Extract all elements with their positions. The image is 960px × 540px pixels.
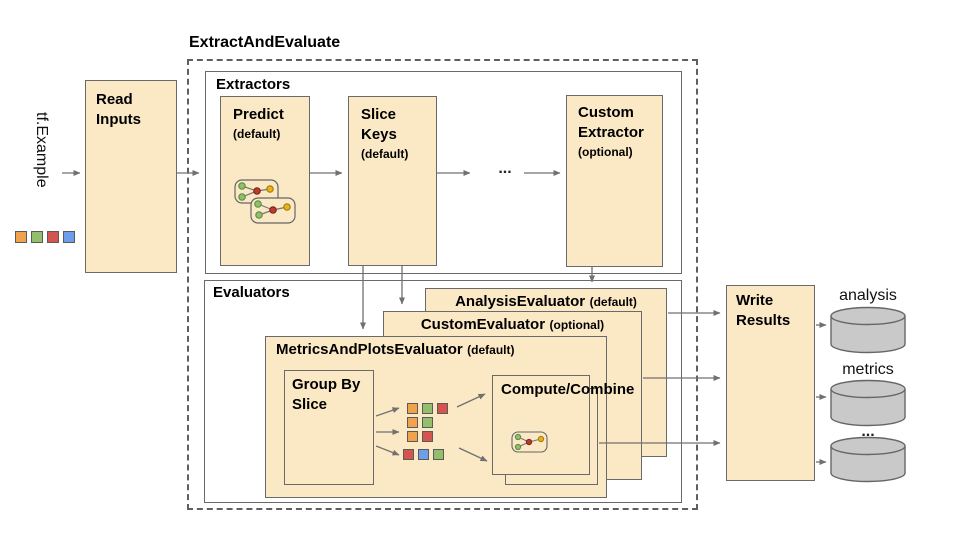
group-by-slice-label: Group By Slice [292,376,361,413]
metrics-output-label: metrics [842,361,894,378]
custom-extractor-qualifier: (optional) [578,145,633,159]
metrics-database-cylinder [830,379,906,427]
extractors-ellipsis: ... [498,160,512,177]
extract-and-evaluate-boundary [187,59,698,510]
predict-qualifier: (default) [233,127,281,141]
tf-example-label: tf.Example [33,112,50,188]
analysis-output-label: analysis [839,287,897,304]
green-square [422,403,433,414]
outputs-ellipsis: ... [861,423,875,440]
extractors-label: Extractors [216,76,291,93]
evaluators-label: Evaluators [213,284,290,301]
predict-label: Predict [233,106,284,123]
metrics-and-plots-evaluator-label: MetricsAndPlotsEvaluator [276,341,463,358]
metrics-and-plots-evaluator-qualifier: (default) [467,343,515,357]
more-database-cylinder [830,436,906,483]
analysis-evaluator-qualifier: (default) [589,295,637,309]
read-inputs-label: Read Inputs [96,91,141,128]
write-results-box: Write Results [726,285,815,481]
analysis-database-cylinder [830,306,906,354]
orange-square [407,417,418,428]
slice-keys-qualifier: (default) [361,147,409,161]
group-by-slice-box: Group By Slice [284,370,374,485]
predict-extractor-box: Predict (default) [220,96,310,266]
red-square [422,431,433,442]
example-squares [15,231,79,245]
orange-square [15,231,27,243]
output-stores [830,306,906,483]
orange-square [407,431,418,442]
custom-evaluator-label: CustomEvaluator [420,316,546,333]
red-square [47,231,59,243]
read-inputs-box: Read Inputs [85,80,177,273]
slice-keys-label: Slice Keys [361,106,397,143]
blue-square [63,231,75,243]
red-square [437,403,448,414]
green-square [422,417,433,428]
analysis-evaluator-label: AnalysisEvaluator [455,293,586,310]
compute-combine-box: Compute/Combine [492,375,635,475]
green-square [31,231,43,243]
slice-keys-extractor-box: Slice Keys (default) [348,96,437,266]
write-results-label: Write Results [736,292,791,329]
orange-square [407,403,418,414]
custom-evaluator-qualifier: (optional) [549,318,605,332]
green-square [433,449,444,460]
red-square [403,449,414,460]
compute-combine-label: Compute/Combine [501,381,635,398]
page-title: ExtractAndEvaluate [189,34,341,51]
custom-extractor-box: Custom Extractor (optional) [566,95,663,267]
blue-square [418,449,429,460]
custom-extractor-label: Custom Extractor [578,104,644,141]
sliced-example-squares [403,403,452,463]
